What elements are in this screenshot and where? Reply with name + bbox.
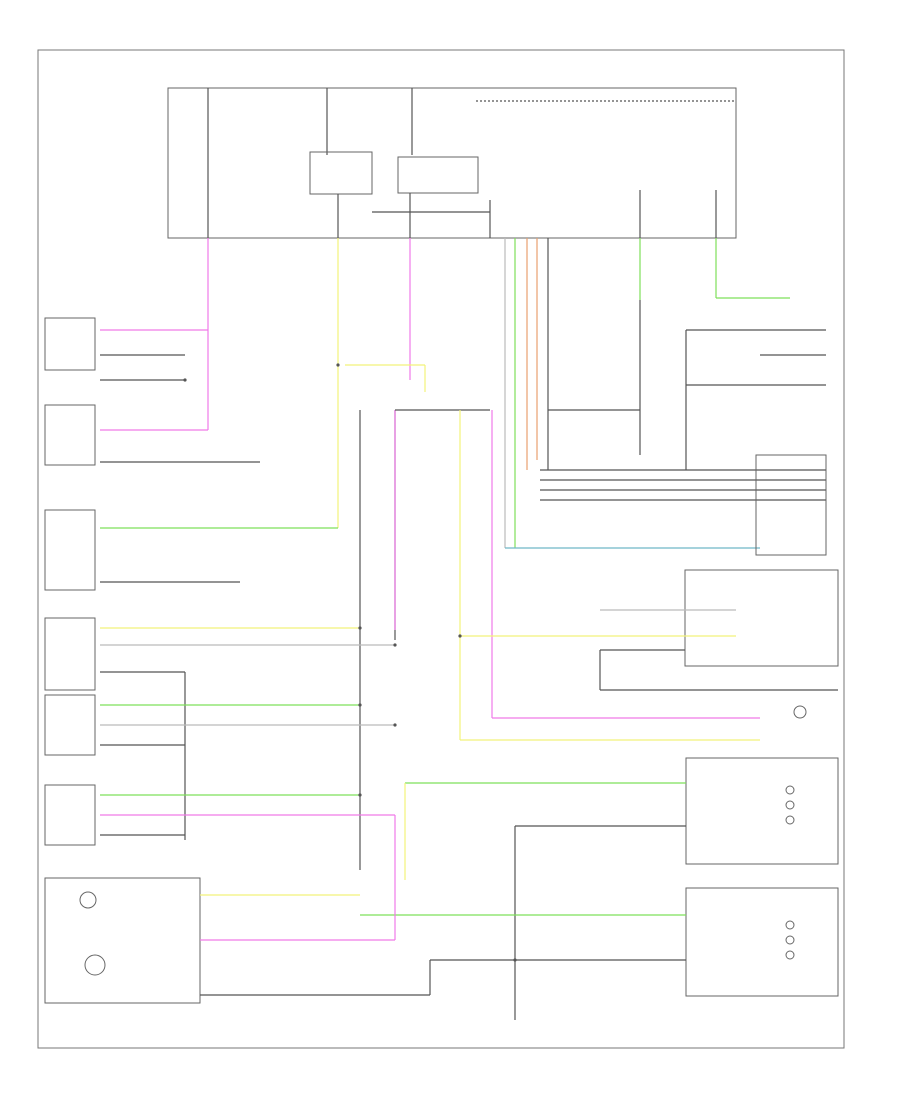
right-switch-group	[540, 300, 827, 556]
diagram-frame	[37, 49, 845, 1049]
right-mid-switch-box	[684, 569, 839, 667]
left-box-4	[44, 617, 96, 691]
left-components	[44, 317, 201, 1004]
module-connectors	[207, 155, 717, 238]
left-box-2	[44, 404, 96, 466]
left-box-3	[44, 509, 96, 591]
lamp-bulb-icon	[84, 954, 106, 976]
relay-box	[309, 151, 373, 195]
right-harness	[504, 238, 790, 549]
top-module-box	[167, 87, 737, 239]
fuse-group	[207, 88, 491, 238]
right-front-lamp-box	[685, 757, 839, 865]
left-box-5	[44, 694, 96, 756]
right-rear-lamp-box	[685, 887, 839, 997]
left-bottom-lamp-box	[44, 877, 201, 1004]
left-box-6	[44, 784, 96, 846]
right-connector-block	[755, 454, 827, 556]
left-box-1	[44, 317, 96, 371]
small-module-box	[397, 156, 479, 194]
